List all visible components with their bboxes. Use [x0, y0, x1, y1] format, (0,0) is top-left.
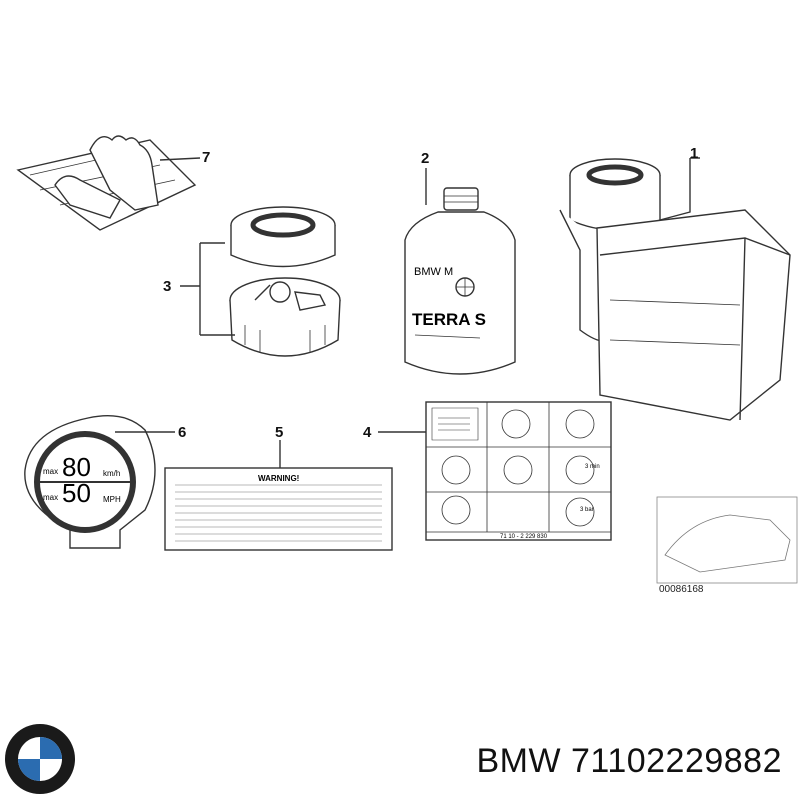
valve-cap-assembly-illustration: [180, 206, 341, 357]
car-thumbnail-illustration: [656, 496, 798, 584]
bottle-product-text: TERRA S: [412, 310, 486, 329]
callout-3: 3: [163, 278, 172, 295]
speed-top-value: 80: [62, 452, 91, 482]
warning-label-illustration: [164, 440, 393, 551]
speed-top-prefix: max: [43, 467, 58, 476]
speed-bottom-unit: MPH: [103, 495, 121, 504]
speed-bottom-value: 50: [62, 478, 91, 508]
callout-1: 1: [690, 145, 699, 162]
instruction-step-time: 3 min: [585, 464, 600, 470]
bottle-brand-text: BMW M: [414, 266, 453, 278]
callout-6: 6: [178, 424, 187, 441]
speed-limit-sticker-illustration: [24, 415, 175, 549]
speed-bottom-prefix: max: [43, 493, 58, 502]
instruction-pressure: 3 bar: [580, 507, 594, 513]
catalog-number: 00086168: [659, 584, 704, 595]
sealant-bottle-illustration: [404, 168, 516, 375]
gloves-cloth-illustration: [16, 135, 201, 231]
instruction-part-number: 71 10 - 2 229 830: [500, 534, 548, 540]
part-number-title: BMW 71102229882: [476, 742, 782, 780]
tire-inflator-compressor-illustration: [559, 157, 791, 421]
instruction-card-illustration: [378, 401, 612, 541]
bmw-logo-icon: [5, 724, 75, 794]
warning-title: WARNING!: [258, 474, 299, 483]
callout-7: 7: [202, 149, 211, 166]
callout-4: 4: [363, 424, 372, 441]
callout-2: 2: [421, 150, 430, 167]
speed-top-unit: km/h: [103, 469, 120, 478]
callout-5: 5: [275, 424, 284, 441]
